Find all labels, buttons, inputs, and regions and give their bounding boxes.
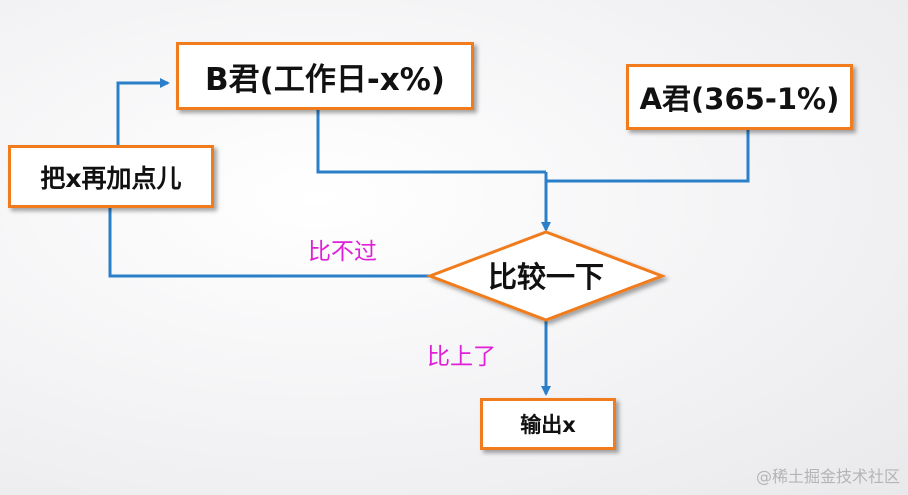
node-b-jun-label: B君(工作日-x%) bbox=[205, 61, 445, 98]
connector-a-to-merge bbox=[546, 130, 750, 183]
node-output-label: 输出x bbox=[520, 413, 576, 437]
node-a-jun-label: A君(365-1%) bbox=[639, 82, 840, 116]
watermark: @稀土掘金技术社区 bbox=[755, 467, 900, 486]
connector-b-to-merge bbox=[316, 110, 546, 174]
decision-diamond bbox=[425, 230, 667, 322]
edge-label-better: 比上了 bbox=[427, 344, 496, 370]
arrow-add-to-b bbox=[116, 78, 170, 145]
node-a-jun: A君(365-1%) bbox=[626, 64, 853, 130]
node-output: 输出x bbox=[480, 398, 616, 450]
node-add-x: 把x再加点儿 bbox=[8, 145, 214, 208]
node-compare-label: 比较一下 bbox=[487, 260, 604, 294]
edge-label-not-better: 比不过 bbox=[308, 239, 377, 265]
node-add-x-label: 把x再加点儿 bbox=[40, 163, 182, 193]
node-b-jun: B君(工作日-x%) bbox=[176, 42, 474, 110]
connector-compare-to-add bbox=[108, 208, 430, 278]
